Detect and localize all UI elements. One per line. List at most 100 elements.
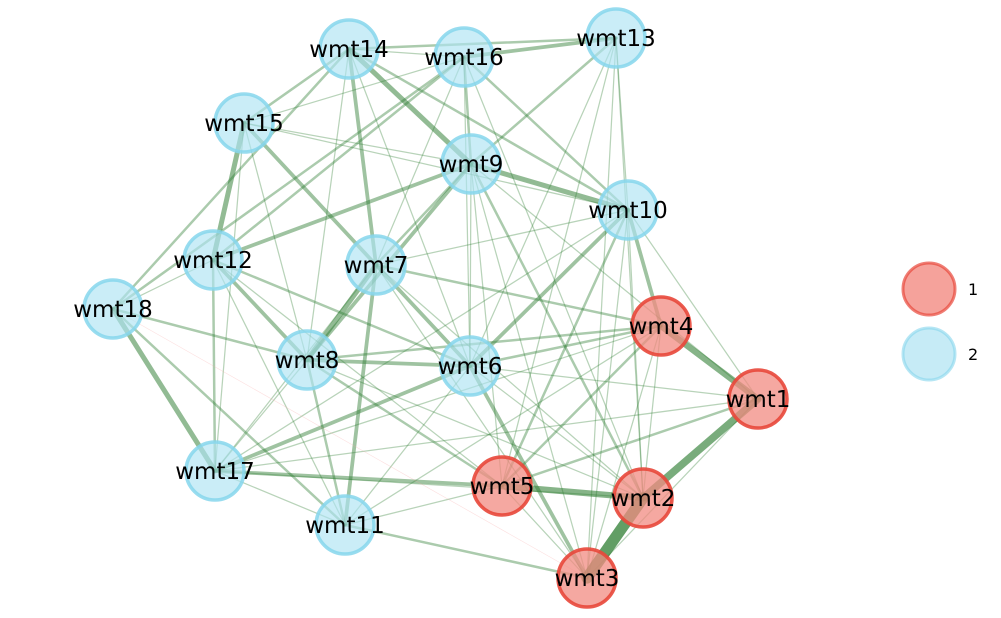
edge-wmt9-wmt6 bbox=[469, 163, 472, 367]
node-circle[interactable] bbox=[440, 133, 502, 195]
edge-wmt18-wmt8 bbox=[111, 307, 309, 362]
node-wmt18[interactable]: wmt18 bbox=[73, 278, 153, 340]
node-circle[interactable] bbox=[612, 467, 674, 529]
edge-wmt12-wmt11 bbox=[212, 259, 346, 526]
legend-swatch-group-2 bbox=[901, 326, 957, 382]
edge-wmt4-wmt3 bbox=[586, 325, 662, 579]
node-wmt1[interactable]: wmt1 bbox=[726, 368, 791, 430]
node-circle[interactable] bbox=[597, 179, 659, 241]
node-circle[interactable] bbox=[276, 329, 338, 391]
edge-wmt5-wmt10 bbox=[500, 208, 630, 488]
node-wmt3[interactable]: wmt3 bbox=[555, 547, 620, 609]
edge-wmt15-wmt10 bbox=[243, 122, 629, 211]
edge-wmt5-wmt4 bbox=[500, 324, 663, 488]
edge-wmt14-wmt18 bbox=[111, 47, 351, 311]
edge-wmt13-wmt2 bbox=[615, 37, 644, 499]
edge-wmt8-wmt5 bbox=[305, 358, 504, 488]
edge-wmt16-wmt2 bbox=[463, 56, 644, 499]
node-circle[interactable] bbox=[184, 440, 246, 502]
edge-wmt16-wmt15 bbox=[243, 56, 465, 124]
node-label: wmt2 bbox=[611, 486, 676, 512]
edge-wmt9-wmt2 bbox=[469, 162, 645, 500]
node-wmt13[interactable]: wmt13 bbox=[576, 7, 656, 69]
node-circle[interactable] bbox=[82, 278, 144, 340]
edge-wmt14-wmt6 bbox=[348, 48, 471, 367]
node-label: wmt13 bbox=[576, 26, 656, 52]
node-label: wmt17 bbox=[175, 459, 255, 485]
edge-wmt13-wmt3 bbox=[586, 37, 617, 579]
node-circle[interactable] bbox=[345, 234, 407, 296]
node-label: wmt1 bbox=[726, 387, 791, 413]
node-wmt4[interactable]: wmt4 bbox=[629, 295, 694, 357]
edge-wmt5-wmt9 bbox=[470, 163, 503, 487]
edge-wmt7-wmt2 bbox=[375, 264, 644, 499]
node-wmt6[interactable]: wmt6 bbox=[438, 335, 503, 397]
nodes-layer: wmt1 wmt2 wmt3 wmt4 wmt5 wmt6 wmt7 wmt8 wmt9 wmt1… bbox=[73, 7, 791, 609]
node-label: wmt5 bbox=[470, 474, 535, 500]
edge-wmt13-wmt6 bbox=[469, 37, 617, 367]
edge-wmt17-wmt2 bbox=[214, 470, 644, 499]
edge-wmt10-wmt6 bbox=[468, 208, 630, 368]
edge-wmt10-wmt17 bbox=[214, 209, 629, 472]
node-wmt10[interactable]: wmt10 bbox=[588, 179, 668, 241]
node-label: wmt14 bbox=[309, 37, 389, 63]
node-wmt15[interactable]: wmt15 bbox=[204, 92, 284, 154]
node-label: wmt18 bbox=[73, 297, 153, 323]
node-circle[interactable] bbox=[585, 7, 647, 69]
node-label: wmt15 bbox=[204, 111, 284, 137]
legend-item-1: 1 bbox=[901, 261, 978, 317]
legend-item-2: 2 bbox=[901, 326, 978, 382]
node-circle[interactable] bbox=[318, 18, 380, 80]
node-wmt12[interactable]: wmt12 bbox=[173, 229, 253, 291]
edge-wmt10-wmt1 bbox=[627, 209, 759, 400]
legend-label-1: 1 bbox=[968, 280, 978, 299]
node-circle[interactable] bbox=[630, 295, 692, 357]
node-label: wmt11 bbox=[305, 513, 385, 539]
node-circle[interactable] bbox=[471, 455, 533, 517]
node-circle[interactable] bbox=[213, 92, 275, 154]
node-wmt7[interactable]: wmt7 bbox=[344, 234, 409, 296]
node-wmt5[interactable]: wmt5 bbox=[470, 455, 535, 517]
edge-wmt5-wmt1 bbox=[500, 397, 760, 488]
edge-wmt18-wmt3 bbox=[112, 308, 588, 579]
legend: 1 2 bbox=[901, 261, 978, 382]
node-circle[interactable] bbox=[556, 547, 618, 609]
node-label: wmt7 bbox=[344, 253, 409, 279]
edge-wmt4-wmt11 bbox=[344, 325, 662, 526]
node-wmt17[interactable]: wmt17 bbox=[175, 440, 255, 502]
edge-wmt11-wmt7 bbox=[343, 263, 378, 527]
edge-wmt7-wmt3 bbox=[375, 264, 588, 579]
node-label: wmt8 bbox=[275, 348, 340, 374]
edge-wmt4-wmt17 bbox=[214, 325, 662, 472]
legend-swatch-group-1 bbox=[901, 261, 957, 317]
edge-wmt16-wmt18 bbox=[111, 55, 466, 311]
edge-wmt14-wmt10 bbox=[347, 47, 630, 212]
edge-wmt12-wmt9 bbox=[211, 162, 473, 262]
edge-wmt9-wmt1 bbox=[470, 163, 759, 400]
node-circle[interactable] bbox=[439, 335, 501, 397]
node-wmt11[interactable]: wmt11 bbox=[305, 494, 385, 556]
edge-wmt13-wmt9 bbox=[469, 36, 618, 166]
node-wmt8[interactable]: wmt8 bbox=[275, 329, 340, 391]
edge-wmt17-wmt5 bbox=[213, 469, 504, 488]
edge-wmt12-wmt17 bbox=[211, 258, 217, 473]
edge-wmt13-wmt5 bbox=[501, 37, 617, 487]
node-label: wmt12 bbox=[173, 248, 253, 274]
node-circle[interactable] bbox=[314, 494, 376, 556]
node-label: wmt6 bbox=[438, 354, 503, 380]
node-circle[interactable] bbox=[727, 368, 789, 430]
edge-wmt11-wmt3 bbox=[343, 523, 589, 580]
node-wmt14[interactable]: wmt14 bbox=[309, 18, 389, 80]
node-circle[interactable] bbox=[433, 26, 495, 88]
edge-wmt18-wmt11 bbox=[111, 307, 347, 527]
node-label: wmt4 bbox=[629, 314, 694, 340]
edge-wmt10-wmt3 bbox=[586, 209, 629, 579]
edge-wmt17-wmt6 bbox=[213, 364, 472, 473]
node-wmt2[interactable]: wmt2 bbox=[611, 467, 676, 529]
edge-wmt15-wmt9 bbox=[243, 122, 472, 165]
edge-wmt16-wmt7 bbox=[375, 56, 465, 266]
node-circle[interactable] bbox=[182, 229, 244, 291]
node-wmt16[interactable]: wmt16 bbox=[424, 26, 504, 88]
node-wmt9[interactable]: wmt9 bbox=[439, 133, 504, 195]
